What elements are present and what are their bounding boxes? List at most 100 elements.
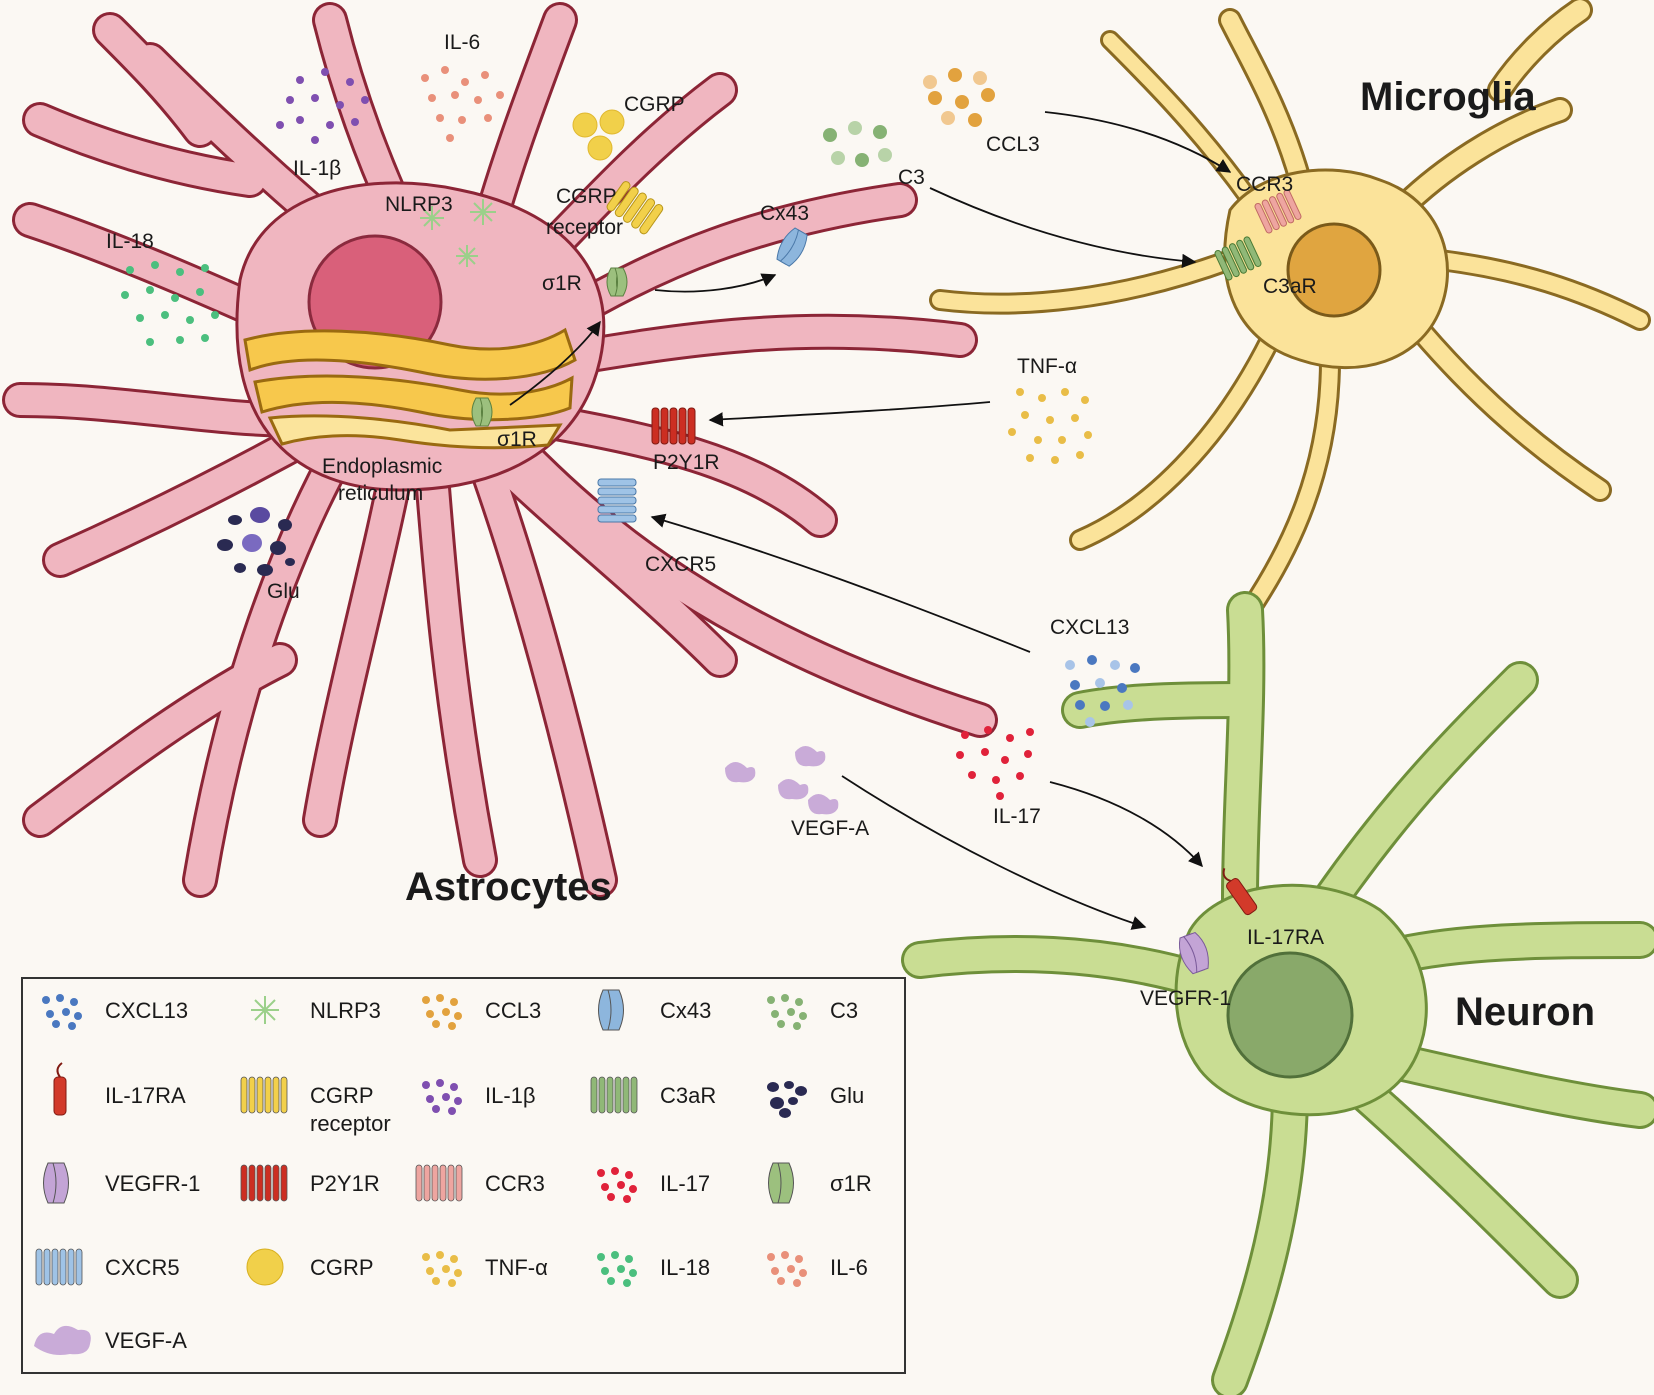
legend-label: TNF-α	[485, 1255, 548, 1280]
legend-label: CXCR5	[105, 1255, 180, 1280]
label-il17ra: IL-17RA	[1247, 926, 1324, 949]
cx43-channel-icon	[776, 227, 808, 267]
legend-receptor-icon	[35, 1248, 83, 1286]
legend-item: CCL3	[422, 994, 541, 1030]
legend-item: CGRP	[246, 1248, 374, 1286]
neuron-cell	[901, 591, 1654, 1395]
legend-receptor-icon	[240, 1164, 288, 1202]
label-glu: Glu	[267, 580, 300, 603]
legend-label: NLRP3	[310, 998, 381, 1023]
tnfa-cluster	[1008, 388, 1092, 464]
il17ra-rod-icon	[1222, 868, 1258, 916]
p2y1r-receptor-icon	[651, 407, 696, 445]
il18-cluster	[121, 261, 219, 346]
legend-item: VEGFR-1	[43, 1162, 200, 1204]
legend-label: Cx43	[660, 998, 711, 1023]
label-il18: IL-18	[106, 230, 154, 253]
legend-item: CXCR5	[35, 1248, 180, 1286]
legend-item: C3aR	[590, 1076, 716, 1114]
legend-bigdots-icon	[767, 1081, 807, 1118]
title-astrocytes: Astrocytes	[405, 865, 612, 909]
legend-item: IL-1β	[422, 1079, 536, 1115]
legend-rod-icon	[53, 1062, 67, 1116]
label-c3: C3	[898, 166, 925, 189]
label-sigma1r-top: σ1R	[542, 272, 582, 295]
legend-item: C3	[767, 994, 858, 1030]
label-il6: IL-6	[444, 31, 480, 54]
legend-channel-icon	[768, 1162, 794, 1204]
label-il1b: IL-1β	[293, 157, 341, 180]
cxcr5-receptor-icon	[597, 478, 637, 523]
il1b-cluster	[276, 68, 369, 144]
legend-label: IL-17RA	[105, 1083, 186, 1108]
legend-item: VEGF-A	[34, 1325, 187, 1355]
legend-dots-icon	[597, 1167, 637, 1203]
label-er-1: Endoplasmic	[322, 455, 442, 478]
legend-label: IL-1β	[485, 1083, 536, 1108]
legend-label: CXCL13	[105, 998, 188, 1023]
cgrp-receptor-icon	[606, 181, 664, 235]
legend-receptor-icon	[240, 1076, 288, 1114]
legend-item: P2Y1R	[240, 1164, 380, 1202]
astrocyte-cell	[2, 2, 998, 898]
label-cxcl13: CXCL13	[1050, 616, 1129, 639]
legend-channel-icon	[43, 1162, 69, 1204]
endoplasmic-reticulum	[243, 327, 577, 450]
ccl3-cluster	[923, 68, 995, 127]
legend-label: C3	[830, 998, 858, 1023]
legend-item: IL-6	[767, 1251, 868, 1287]
legend-receptor-icon	[590, 1076, 638, 1114]
legend-dots-icon	[767, 1251, 807, 1287]
legend-item: Glu	[767, 1081, 864, 1118]
legend-label: VEGF-A	[105, 1328, 187, 1353]
label-cxcr5: CXCR5	[645, 553, 716, 576]
legend-item: CXCL13	[42, 994, 188, 1030]
legend-item: IL-17RA	[53, 1062, 186, 1116]
legend-item: IL-18	[597, 1251, 710, 1287]
legend-label: IL-18	[660, 1255, 710, 1280]
sigma1r-top-channel-icon	[606, 267, 628, 297]
label-sigma1r-er: σ1R	[497, 428, 537, 451]
vegfr1-channel-icon	[1178, 931, 1209, 975]
legend-box	[21, 977, 906, 1374]
legend-dots-icon	[597, 1251, 637, 1287]
legend-item: NLRP3	[251, 996, 381, 1024]
label-tnfa: TNF-α	[1017, 355, 1077, 378]
legend-label-line2: receptor	[310, 1111, 391, 1136]
sigma1r-er-channel-icon	[471, 397, 493, 427]
legend-dots-icon	[767, 994, 807, 1030]
label-c3ar: C3aR	[1263, 275, 1317, 298]
legend-item: σ1R	[768, 1162, 872, 1204]
title-neuron: Neuron	[1455, 990, 1595, 1034]
microglia-nucleus	[1286, 222, 1382, 318]
legend-receptor-icon	[415, 1164, 463, 1202]
label-er-2: reticulum	[338, 482, 423, 505]
legend-dots-icon	[422, 1079, 462, 1115]
legend-dots-icon	[422, 994, 462, 1030]
cxcl13-cluster	[1065, 655, 1140, 727]
cgrp-cluster	[572, 109, 625, 161]
il6-cluster	[421, 66, 504, 142]
legend-item: TNF-α	[422, 1251, 548, 1287]
nlrp3-stars	[420, 199, 496, 267]
il17-cluster	[956, 726, 1034, 800]
legend-cloud-icon	[34, 1325, 91, 1355]
legend-label: C3aR	[660, 1083, 716, 1108]
label-cgrp: CGRP	[624, 93, 685, 116]
label-vegfa: VEGF-A	[791, 817, 869, 840]
label-ccl3: CCL3	[986, 133, 1040, 156]
legend-label: Glu	[830, 1083, 864, 1108]
legend-label: VEGFR-1	[105, 1171, 200, 1196]
label-p2y1r: P2Y1R	[653, 451, 720, 474]
legend-label: CCR3	[485, 1171, 545, 1196]
legend-star-icon	[251, 996, 279, 1024]
vegfa-cluster	[725, 746, 839, 815]
legend-dots-icon	[422, 1251, 462, 1287]
label-vegfr1: VEGFR-1	[1140, 987, 1231, 1010]
title-microglia: Microglia	[1360, 75, 1536, 119]
legend-item: CCR3	[415, 1164, 545, 1202]
arrows	[509, 111, 1232, 930]
